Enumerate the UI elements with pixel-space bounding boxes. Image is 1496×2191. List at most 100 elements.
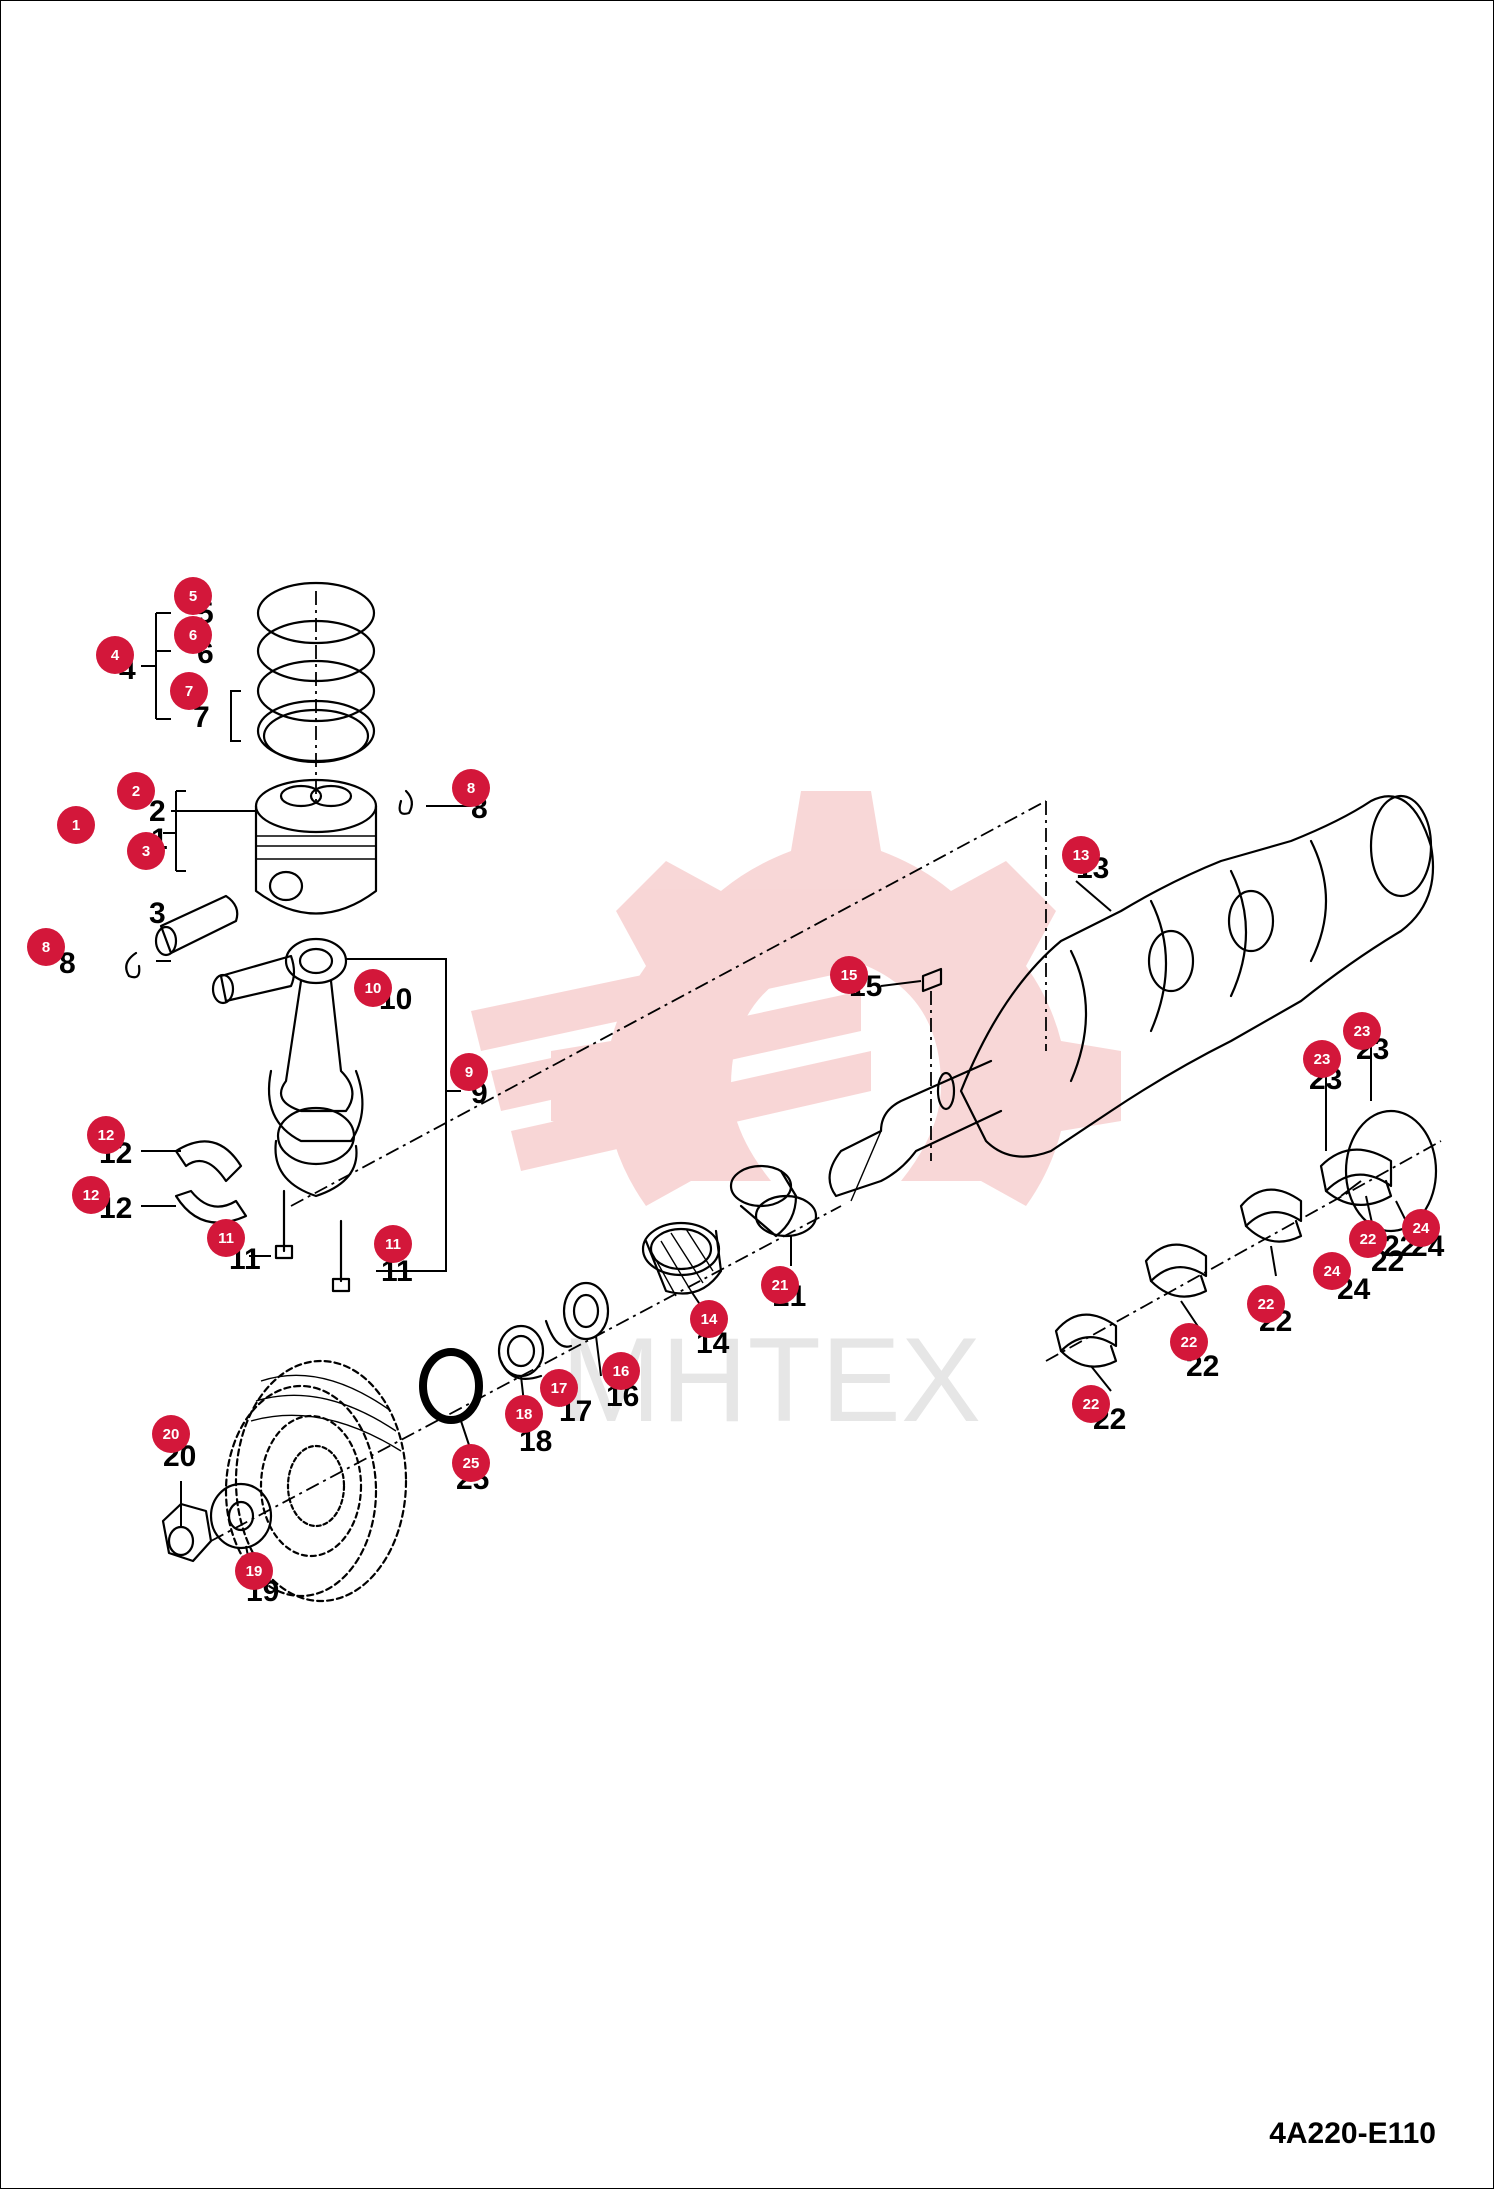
callout-circle [96, 636, 134, 674]
callout-circle [1402, 1209, 1440, 1247]
callout-badge-23: 23 [1303, 1040, 1341, 1078]
callout-label: 18 [516, 1406, 533, 1423]
callout-badge-11: 11 [374, 1225, 412, 1263]
callout-badge-22: 22 [1349, 1220, 1387, 1258]
callout-circle [1349, 1220, 1387, 1258]
callout-circle [235, 1552, 273, 1590]
connecting-rod [211, 937, 364, 1198]
callout-badge-24: 24 [1402, 1209, 1440, 1247]
piston-rings [256, 581, 376, 801]
callout-label: 1 [72, 817, 80, 834]
callout-label: 3 [142, 843, 150, 860]
callout-circle [1072, 1385, 1110, 1423]
callout-circle [170, 672, 208, 710]
crank-key [921, 967, 943, 993]
callout-label: 24 [1324, 1263, 1341, 1280]
callout-circle [72, 1176, 110, 1214]
callout-circle [174, 616, 212, 654]
callout-badge-6: 6 [174, 616, 212, 654]
callout-circle [1313, 1252, 1351, 1290]
callout-label: 13 [1073, 847, 1090, 864]
part-number-label: 7 [193, 701, 210, 734]
callout-circle [207, 1219, 245, 1257]
callout-badge-1: 1 [57, 806, 95, 844]
callout-label: 22 [1360, 1231, 1377, 1248]
callout-label: 22 [1258, 1296, 1275, 1313]
callout-label: 10 [365, 980, 382, 997]
callout-label: 8 [42, 939, 50, 956]
callout-label: 15 [841, 967, 858, 984]
crank-pulley [224, 1359, 408, 1603]
callout-label: 12 [83, 1187, 100, 1204]
callout-label: 9 [465, 1064, 473, 1081]
callout-badge-14: 14 [690, 1300, 728, 1338]
callout-badge-2: 2 [117, 772, 155, 810]
callout-label: 2 [132, 783, 140, 800]
callout-circle [505, 1395, 543, 1433]
callout-badge-12: 12 [72, 1176, 110, 1214]
callout-badge-11: 11 [207, 1219, 245, 1257]
rod-bolts [274, 1189, 351, 1293]
snap-rings [125, 789, 413, 979]
part-number-label: 2 [149, 795, 166, 828]
callout-circle [354, 969, 392, 1007]
callout-circle [152, 1415, 190, 1453]
crank-gear [641, 1221, 723, 1297]
callout-badge-13: 13 [1062, 836, 1100, 874]
crankshaft [828, 794, 1435, 1202]
callout-badge-7: 7 [170, 672, 208, 710]
callout-badge-15: 15 [830, 956, 868, 994]
main-bearings [1054, 1109, 1438, 1368]
callout-circle [540, 1369, 578, 1407]
callout-circle [87, 1116, 125, 1154]
callout-label: 11 [218, 1230, 234, 1247]
watermark-logo [471, 791, 1121, 1206]
callout-circle [1247, 1285, 1285, 1323]
callout-circle [1303, 1040, 1341, 1078]
callout-label: 7 [185, 683, 193, 700]
callout-label: 11 [385, 1236, 401, 1253]
part-number-label: 3 [149, 897, 166, 930]
callout-circle [452, 769, 490, 807]
callout-badge-22: 22 [1072, 1385, 1110, 1423]
seals-and-washers [419, 1281, 610, 1424]
callout-label: 8 [467, 780, 475, 797]
callout-label: 20 [163, 1426, 180, 1443]
callout-badge-3: 3 [127, 832, 165, 870]
callout-label: 21 [772, 1277, 789, 1294]
callout-circle [690, 1300, 728, 1338]
callout-circle [127, 832, 165, 870]
callout-circle [1343, 1012, 1381, 1050]
callout-badge-22: 22 [1170, 1323, 1208, 1361]
callout-circle [830, 956, 868, 994]
callout-circle [602, 1352, 640, 1390]
callout-circle [1170, 1323, 1208, 1361]
callout-label: 12 [98, 1127, 115, 1144]
callout-circle [1062, 836, 1100, 874]
callout-circle [174, 577, 212, 615]
callout-badge-10: 10 [354, 969, 392, 1007]
callout-badge-8: 8 [452, 769, 490, 807]
callout-badge-24: 24 [1313, 1252, 1351, 1290]
callout-label: 22 [1181, 1334, 1198, 1351]
callout-label: 24 [1413, 1220, 1430, 1237]
callout-circle [761, 1266, 799, 1304]
piston-pin [154, 894, 239, 957]
callout-circle [117, 772, 155, 810]
callout-badge-17: 17 [540, 1369, 578, 1407]
callout-circle [57, 806, 95, 844]
callout-label: 16 [613, 1363, 630, 1380]
piston [254, 778, 378, 915]
callout-label: 25 [463, 1455, 480, 1472]
callout-label: 23 [1354, 1023, 1371, 1040]
callout-badge-25: 25 [452, 1444, 490, 1482]
callout-badge-21: 21 [761, 1266, 799, 1304]
rod-bearings [174, 1140, 248, 1224]
callout-badge-22: 22 [1247, 1285, 1285, 1323]
callout-label: 5 [189, 588, 197, 605]
callout-circle [374, 1225, 412, 1263]
callout-badge-9: 9 [450, 1053, 488, 1091]
callout-badge-16: 16 [602, 1352, 640, 1390]
